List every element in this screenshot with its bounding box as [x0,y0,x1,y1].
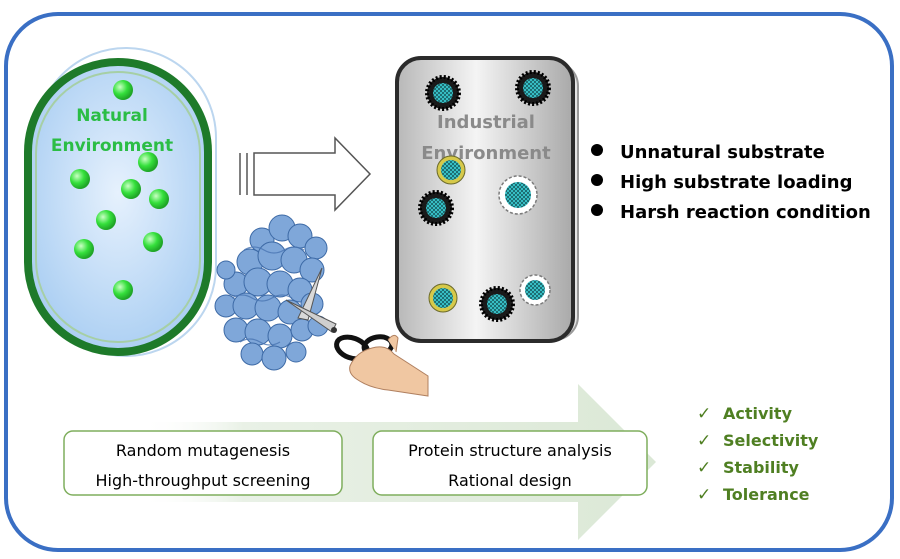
protein-sphere [121,179,141,199]
protein-sphere [149,189,169,209]
protein-sphere [96,210,116,230]
scissors-icon [285,267,395,362]
stressed-enzymes [418,70,551,322]
bullet [591,174,603,186]
protein-sphere [70,169,90,189]
protein-sphere [143,232,163,252]
protein-sphere [138,152,158,172]
outcome-item: Stability [723,458,800,477]
method-random-line2: High-throughput screening [96,471,311,490]
natural-protein-spheres [70,80,169,300]
natural-label-line2: Environment [51,136,173,156]
hand-icon [349,334,429,397]
natural-cell [24,47,217,357]
check-icon: ✓ [697,485,711,505]
protein-sphere [113,80,133,100]
challenge-item: High substrate loading [620,172,852,193]
enzyme-dark-halo [425,75,461,111]
natural-label-line1: Natural [76,106,148,126]
protein-sphere [113,280,133,300]
outcome-list: ✓ Activity ✓ Selectivity ✓ Stability ✓ T… [697,404,819,505]
method-rational-line2: Rational design [448,471,572,490]
method-random-line1: Random mutagenesis [116,441,290,460]
enzyme-white-halo [498,175,538,215]
enzyme-dark-halo [479,286,515,322]
enzyme-yellow-halo [436,155,466,185]
enzyme-dark-halo [418,190,454,226]
check-icon: ✓ [697,404,711,424]
outcome-item: Tolerance [723,485,810,504]
industrial-vessel [395,56,579,343]
enzyme-white-halo [519,274,551,306]
bullet [591,204,603,216]
method-rational-line1: Protein structure analysis [408,441,612,460]
check-icon: ✓ [697,458,711,478]
bullet [591,144,603,156]
method-box-rational: Protein structure analysis Rational desi… [372,430,648,496]
transition-arrow [239,136,372,212]
challenge-list: Unnatural substrate High substrate loadi… [591,142,871,223]
check-icon: ✓ [697,431,711,451]
protein-structure-illustration [214,214,329,371]
outcome-item: Activity [723,404,793,423]
industrial-label-line1: Industrial [437,112,535,133]
method-box-random: Random mutagenesis High-throughput scree… [63,430,343,496]
enzyme-dark-halo [515,70,551,106]
challenge-item: Harsh reaction condition [620,202,871,223]
outcome-item: Selectivity [723,431,819,450]
enzyme-yellow-halo [428,283,458,313]
challenge-item: Unnatural substrate [620,142,825,163]
outer-frame [4,12,894,552]
protein-sphere [74,239,94,259]
